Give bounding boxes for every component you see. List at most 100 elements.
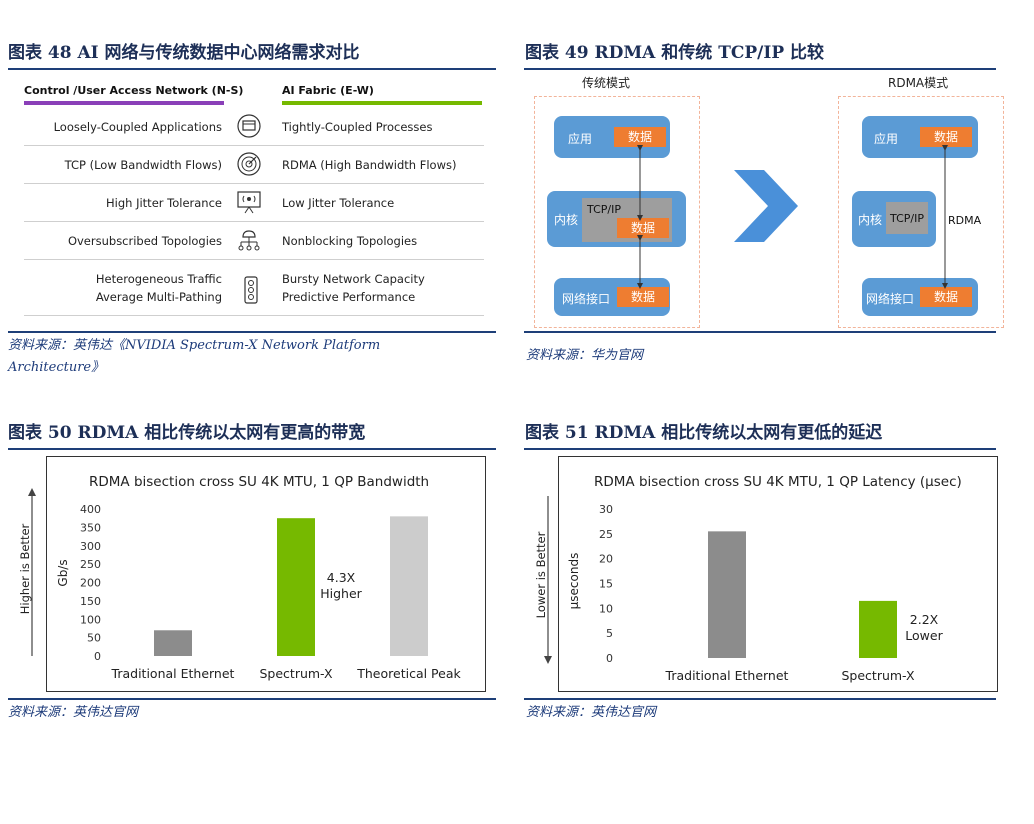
network-tree-icon xyxy=(236,227,262,253)
fig49-rdma-mode-label: RDMA模式 xyxy=(888,76,949,90)
fig48-row-divider xyxy=(24,183,484,184)
fig48-row4-right: Nonblocking Topologies xyxy=(282,234,418,248)
y-tick-label: 200 xyxy=(80,577,101,590)
fig48-row-divider xyxy=(24,259,484,260)
fig49-traditional-tcpip-label: TCP/IP xyxy=(587,203,621,216)
fig51-side-label: Lower is Better xyxy=(534,531,548,619)
fig51-source: 资料来源：英伟达官网 xyxy=(526,705,657,720)
fig51-chart-title: RDMA bisection cross SU 4K MTU, 1 QP Lat… xyxy=(594,474,962,490)
x-tick-label: Traditional Ethernet xyxy=(111,666,235,681)
fig50-side-label: Higher is Better xyxy=(18,523,32,615)
fig48-left-header-rule xyxy=(24,101,224,105)
fig48-left-header: Control /User Access Network (N-S) xyxy=(24,84,244,97)
fig48-row-divider xyxy=(24,315,484,316)
y-tick-label: 300 xyxy=(80,540,101,553)
app-window-icon xyxy=(236,113,262,139)
fig48-row1-left: Loosely-Coupled Applications xyxy=(53,120,222,134)
fig50-bottom-rule xyxy=(8,698,496,700)
y-tick-label: 50 xyxy=(87,632,101,645)
fig49-traditional-mode-label: 传统模式 xyxy=(582,76,631,90)
fig49-rdma-kernel-label: 内核 xyxy=(858,213,883,227)
bar-theoretical-peak xyxy=(390,516,428,656)
fig50-title: 图表 50 RDMA 相比传统以太网有更高的带宽 xyxy=(8,423,366,443)
fig49-traditional-app-data: 数据 xyxy=(614,127,666,147)
fig48-top-rule xyxy=(8,68,496,70)
fig50-top-rule xyxy=(8,448,496,450)
y-tick-label: 0 xyxy=(94,650,101,663)
y-tick-label: 400 xyxy=(80,503,101,516)
fig49-rdma-data-path xyxy=(942,145,948,289)
y-tick-label: 30 xyxy=(599,503,613,516)
bar-spectrum-x xyxy=(859,600,897,658)
fig49-rdma-app-label: 应用 xyxy=(874,132,899,146)
fig48-row1-right: Tightly-Coupled Processes xyxy=(282,120,433,134)
annotation-line2: Lower xyxy=(905,628,943,643)
y-tick-label: 100 xyxy=(80,613,101,626)
fig48-bottom-rule xyxy=(8,331,496,333)
y-tick-label: 5 xyxy=(606,627,613,640)
fig49-traditional-data-path xyxy=(637,145,643,289)
annotation-line1: 4.3X xyxy=(327,570,356,585)
x-tick-label: Theoretical Peak xyxy=(356,666,461,681)
bar-spectrum-x xyxy=(277,518,315,656)
fig48-source-line1: 资料来源：英伟达《NVIDIA Spectrum-X Network Platf… xyxy=(8,338,381,353)
fig49-rdma-panel xyxy=(838,96,1004,328)
fig50-chart-title: RDMA bisection cross SU 4K MTU, 1 QP Ban… xyxy=(89,474,430,490)
fig48-row-divider xyxy=(24,221,484,222)
fig48-row4-left: Oversubscribed Topologies xyxy=(67,234,222,248)
y-tick-label: 150 xyxy=(80,595,101,608)
annotation-line1: 2.2X xyxy=(910,612,939,627)
fig49-top-rule xyxy=(524,68,996,70)
fig48-row3-right: Low Jitter Tolerance xyxy=(282,196,395,210)
fig48-right-header: AI Fabric (E-W) xyxy=(282,84,374,97)
fig50-side-indicator: Higher is Better xyxy=(14,488,36,658)
fig48-row5-left-line1: Heterogeneous Traffic xyxy=(95,272,222,286)
fig51-side-indicator: Lower is Better xyxy=(530,494,552,664)
fig48-row-divider xyxy=(24,145,484,146)
fig48-row2-left: TCP (Low Bandwidth Flows) xyxy=(64,158,222,172)
fig48-row5-left-line2: Average Multi-Pathing xyxy=(95,290,222,304)
fig48-right-header-rule xyxy=(282,101,482,105)
traffic-light-icon xyxy=(238,275,264,304)
x-tick-label: Traditional Ethernet xyxy=(665,668,789,683)
broadcast-icon xyxy=(236,189,262,215)
fig49-bottom-rule xyxy=(524,331,996,333)
y-tick-label: 20 xyxy=(599,553,613,566)
fig49-traditional-kernel-data: 数据 xyxy=(617,218,669,238)
fig48-row5-right-line1: Bursty Network Capacity xyxy=(282,272,425,286)
fig51-bottom-rule xyxy=(524,698,996,700)
fig49-traditional-nic-label: 网络接口 xyxy=(562,292,611,306)
fig48-source-line2: Architecture》 xyxy=(8,360,105,375)
annotation-line2: Higher xyxy=(320,586,362,601)
y-tick-label: 15 xyxy=(599,578,613,591)
y-tick-label: 10 xyxy=(599,602,613,615)
fig48-row2-right: RDMA (High Bandwidth Flows) xyxy=(282,158,457,172)
fig49-source: 资料来源：华为官网 xyxy=(526,348,644,363)
x-tick-label: Spectrum-X xyxy=(841,668,914,683)
fig49-rdma-path-label: RDMA xyxy=(948,214,982,227)
fig49-traditional-nic-data: 数据 xyxy=(617,287,669,307)
fig48-row3-left: High Jitter Tolerance xyxy=(106,196,222,210)
y-tick-label: 250 xyxy=(80,558,101,571)
fig49-traditional-app-label: 应用 xyxy=(568,132,593,146)
fig49-title: 图表 49 RDMA 和传统 TCP/IP 比较 xyxy=(525,43,825,63)
fig49-traditional-panel xyxy=(534,96,700,328)
fig50-source: 资料来源：英伟达官网 xyxy=(8,705,139,720)
signal-icon xyxy=(236,151,262,177)
fig51-top-rule xyxy=(524,448,996,450)
fig49-rdma-tcpip-box xyxy=(886,202,928,234)
fig51-chart-frame xyxy=(558,456,998,692)
fig49-rdma-app-data: 数据 xyxy=(920,127,972,147)
fig48-row5-right-line2: Predictive Performance xyxy=(282,290,416,304)
bar-traditional-ethernet xyxy=(154,630,192,656)
fig49-rdma-tcpip-label: TCP/IP xyxy=(890,212,924,225)
y-tick-label: 25 xyxy=(599,528,613,541)
x-tick-label: Spectrum-X xyxy=(259,666,332,681)
fig48-title: 图表 48 AI 网络与传统数据中心网络需求对比 xyxy=(8,43,360,63)
fig49-rdma-nic-label: 网络接口 xyxy=(866,292,915,306)
y-tick-label: 0 xyxy=(606,652,613,665)
chevron-right-icon xyxy=(734,170,798,242)
fig49-traditional-kernel-label: 内核 xyxy=(554,213,579,227)
